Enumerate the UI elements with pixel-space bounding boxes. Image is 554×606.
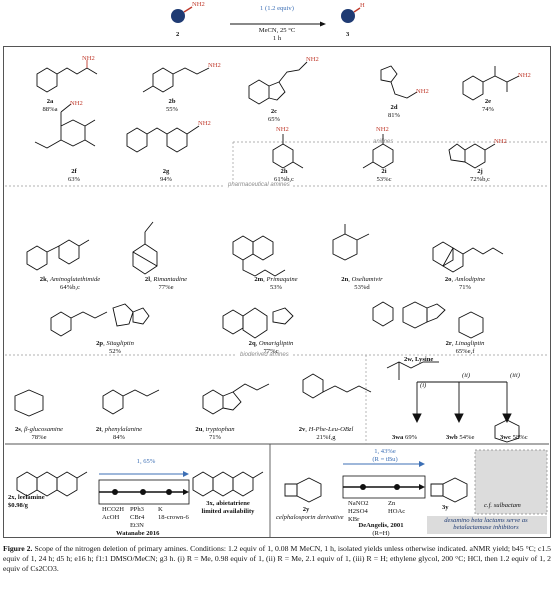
ceph-product: 3y xyxy=(442,504,449,511)
compound-3wa: 3wa 69% xyxy=(392,434,418,441)
ceph-reagents-a: NaNO2 H2SO4 KBr xyxy=(348,500,369,523)
product-label: 3 xyxy=(346,31,350,38)
nh2-2e: NH2 xyxy=(518,72,531,79)
sulbactam-label: c.f. sulbactam xyxy=(484,502,521,509)
nh2-2j: NH2 xyxy=(494,138,507,145)
caption-text: Scope of the nitrogen deletion of primar… xyxy=(3,544,551,573)
leelamine-reagents-b: PPh3 CBr4 Et3N xyxy=(130,506,145,529)
substrate-ball-icon xyxy=(171,9,185,23)
product-group: H xyxy=(360,2,365,9)
structures-bioderived xyxy=(14,361,520,443)
route-iii: (iii) xyxy=(510,372,520,379)
leelamine-start: 2x, leelamine$0.98/g xyxy=(8,494,45,509)
product-ball-icon xyxy=(341,9,355,23)
start-label: 2 xyxy=(176,31,180,38)
nh2-2g: NH2 xyxy=(198,120,211,127)
route-ii: (ii) xyxy=(462,372,471,379)
lysine-label: 2w, Lysine xyxy=(404,356,434,363)
leelamine-reagents-c: K 18-crown-6 xyxy=(158,506,189,521)
nh2-2a: NH2 xyxy=(82,55,95,62)
leelamine-arrow-label: 1, 65% xyxy=(136,458,156,465)
leelamine-ref: Watanabe 2016 xyxy=(116,530,160,537)
structures-upper xyxy=(26,60,520,339)
bottom-panels xyxy=(16,449,548,534)
scheme-time: 1 h xyxy=(272,35,282,42)
ceph-reagents-b: Zn HOAc xyxy=(388,500,406,515)
ceph-arrow-label: 1, 43%e(R = tBu) xyxy=(372,448,398,463)
caption-lead: Figure 2. xyxy=(3,544,33,553)
reaction-scheme xyxy=(171,6,361,27)
section-pharma: pharmaceutical amines xyxy=(225,182,293,188)
nh2-2f: NH2 xyxy=(70,100,83,107)
scheme-conditions: MeCN, 25 °C xyxy=(258,27,296,34)
nh2-2d: NH2 xyxy=(416,88,429,95)
nh2-2c: NH2 xyxy=(306,56,319,63)
section-bioderived: bioderived amines xyxy=(237,352,292,358)
nh2-2i: NH2 xyxy=(376,126,389,133)
ceph-ref: DeAngelis, 2001(R=H) xyxy=(358,522,404,537)
scheme-reagent: 1 (1.2 equiv) xyxy=(260,5,294,12)
figure-caption: Figure 2. Scope of the nitrogen deletion… xyxy=(3,544,551,574)
nh2-2h: NH2 xyxy=(276,126,289,133)
route-i: (i) xyxy=(420,382,427,389)
compound-3wb: 3wb 54%e xyxy=(446,434,475,441)
start-group: NH2 xyxy=(192,1,205,8)
leelamine-reagents-a: HCO2H AcOH xyxy=(102,506,124,521)
nh2-2b: NH2 xyxy=(208,62,221,69)
ceph-note: desamino beta lactams serve as betalacta… xyxy=(444,517,528,531)
figure-frame xyxy=(3,46,551,538)
compound-3wc: 3wc 58%c xyxy=(500,434,528,441)
